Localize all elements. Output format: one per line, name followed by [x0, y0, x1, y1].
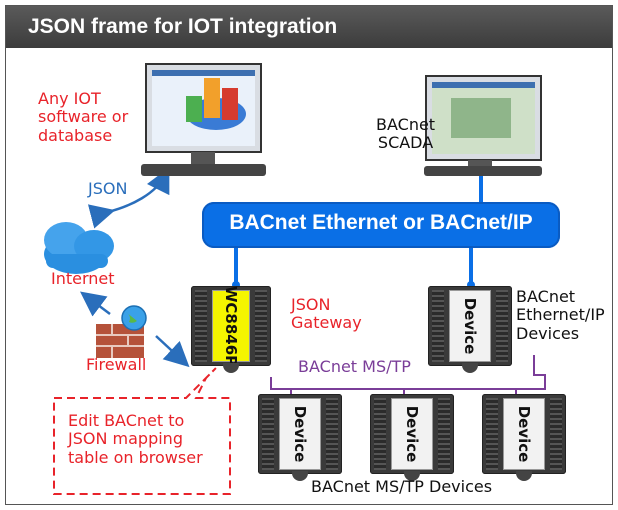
device-label: Device	[403, 405, 421, 463]
json-gateway-device: WC8846P	[191, 285, 271, 373]
iot-software-label: Any IOT software or database	[38, 89, 129, 145]
globe-icon	[121, 305, 147, 331]
firewall-label: Firewall	[86, 355, 147, 374]
mstp-device-1: Device	[258, 394, 342, 481]
device-label: Device	[515, 405, 533, 463]
edit-note-label: Edit BACnet to JSON mapping table on bro…	[68, 411, 203, 467]
firewall-internet-arrow	[80, 291, 111, 317]
scada-computer-icon	[424, 75, 542, 176]
diagram-frame: JSON frame for IOT integration	[5, 5, 613, 505]
mstp-device-2: Device	[370, 394, 454, 481]
firewall-icon	[96, 324, 144, 358]
device-label: Device	[291, 405, 309, 463]
scada-label: BACnet SCADA	[376, 115, 436, 153]
connection-layer	[44, 63, 546, 495]
ethernet-device: Device	[428, 286, 512, 373]
bacnet-bus: BACnet Ethernet or BACnet/IP	[202, 202, 560, 248]
json-gateway-label: JSON Gateway	[291, 295, 362, 333]
chart-icon	[186, 78, 246, 130]
gateway-model-label: WC8846P	[222, 285, 240, 367]
page-title: JSON frame for IOT integration	[28, 15, 338, 38]
mstp-device-3: Device	[482, 394, 566, 481]
json-arrow-label: JSON	[88, 179, 128, 198]
device-label: Device	[461, 297, 479, 355]
ethernet-devices-label: BACnet Ethernet/IP Devices	[516, 287, 605, 343]
internet-label: Internet	[51, 269, 115, 288]
gateway-firewall-arrow	[155, 335, 190, 368]
mstp-devices-label: BACnet MS/TP Devices	[311, 477, 493, 496]
edit-callout	[53, 377, 231, 495]
bus-label: BACnet Ethernet or BACnet/IP	[229, 211, 533, 234]
json-arrow	[87, 167, 170, 229]
header-bar: JSON frame for IOT integration	[6, 6, 612, 48]
mstp-link-label: BACnet MS/TP	[298, 357, 411, 376]
cloud-icon	[44, 222, 114, 274]
mstp-line	[270, 355, 546, 390]
